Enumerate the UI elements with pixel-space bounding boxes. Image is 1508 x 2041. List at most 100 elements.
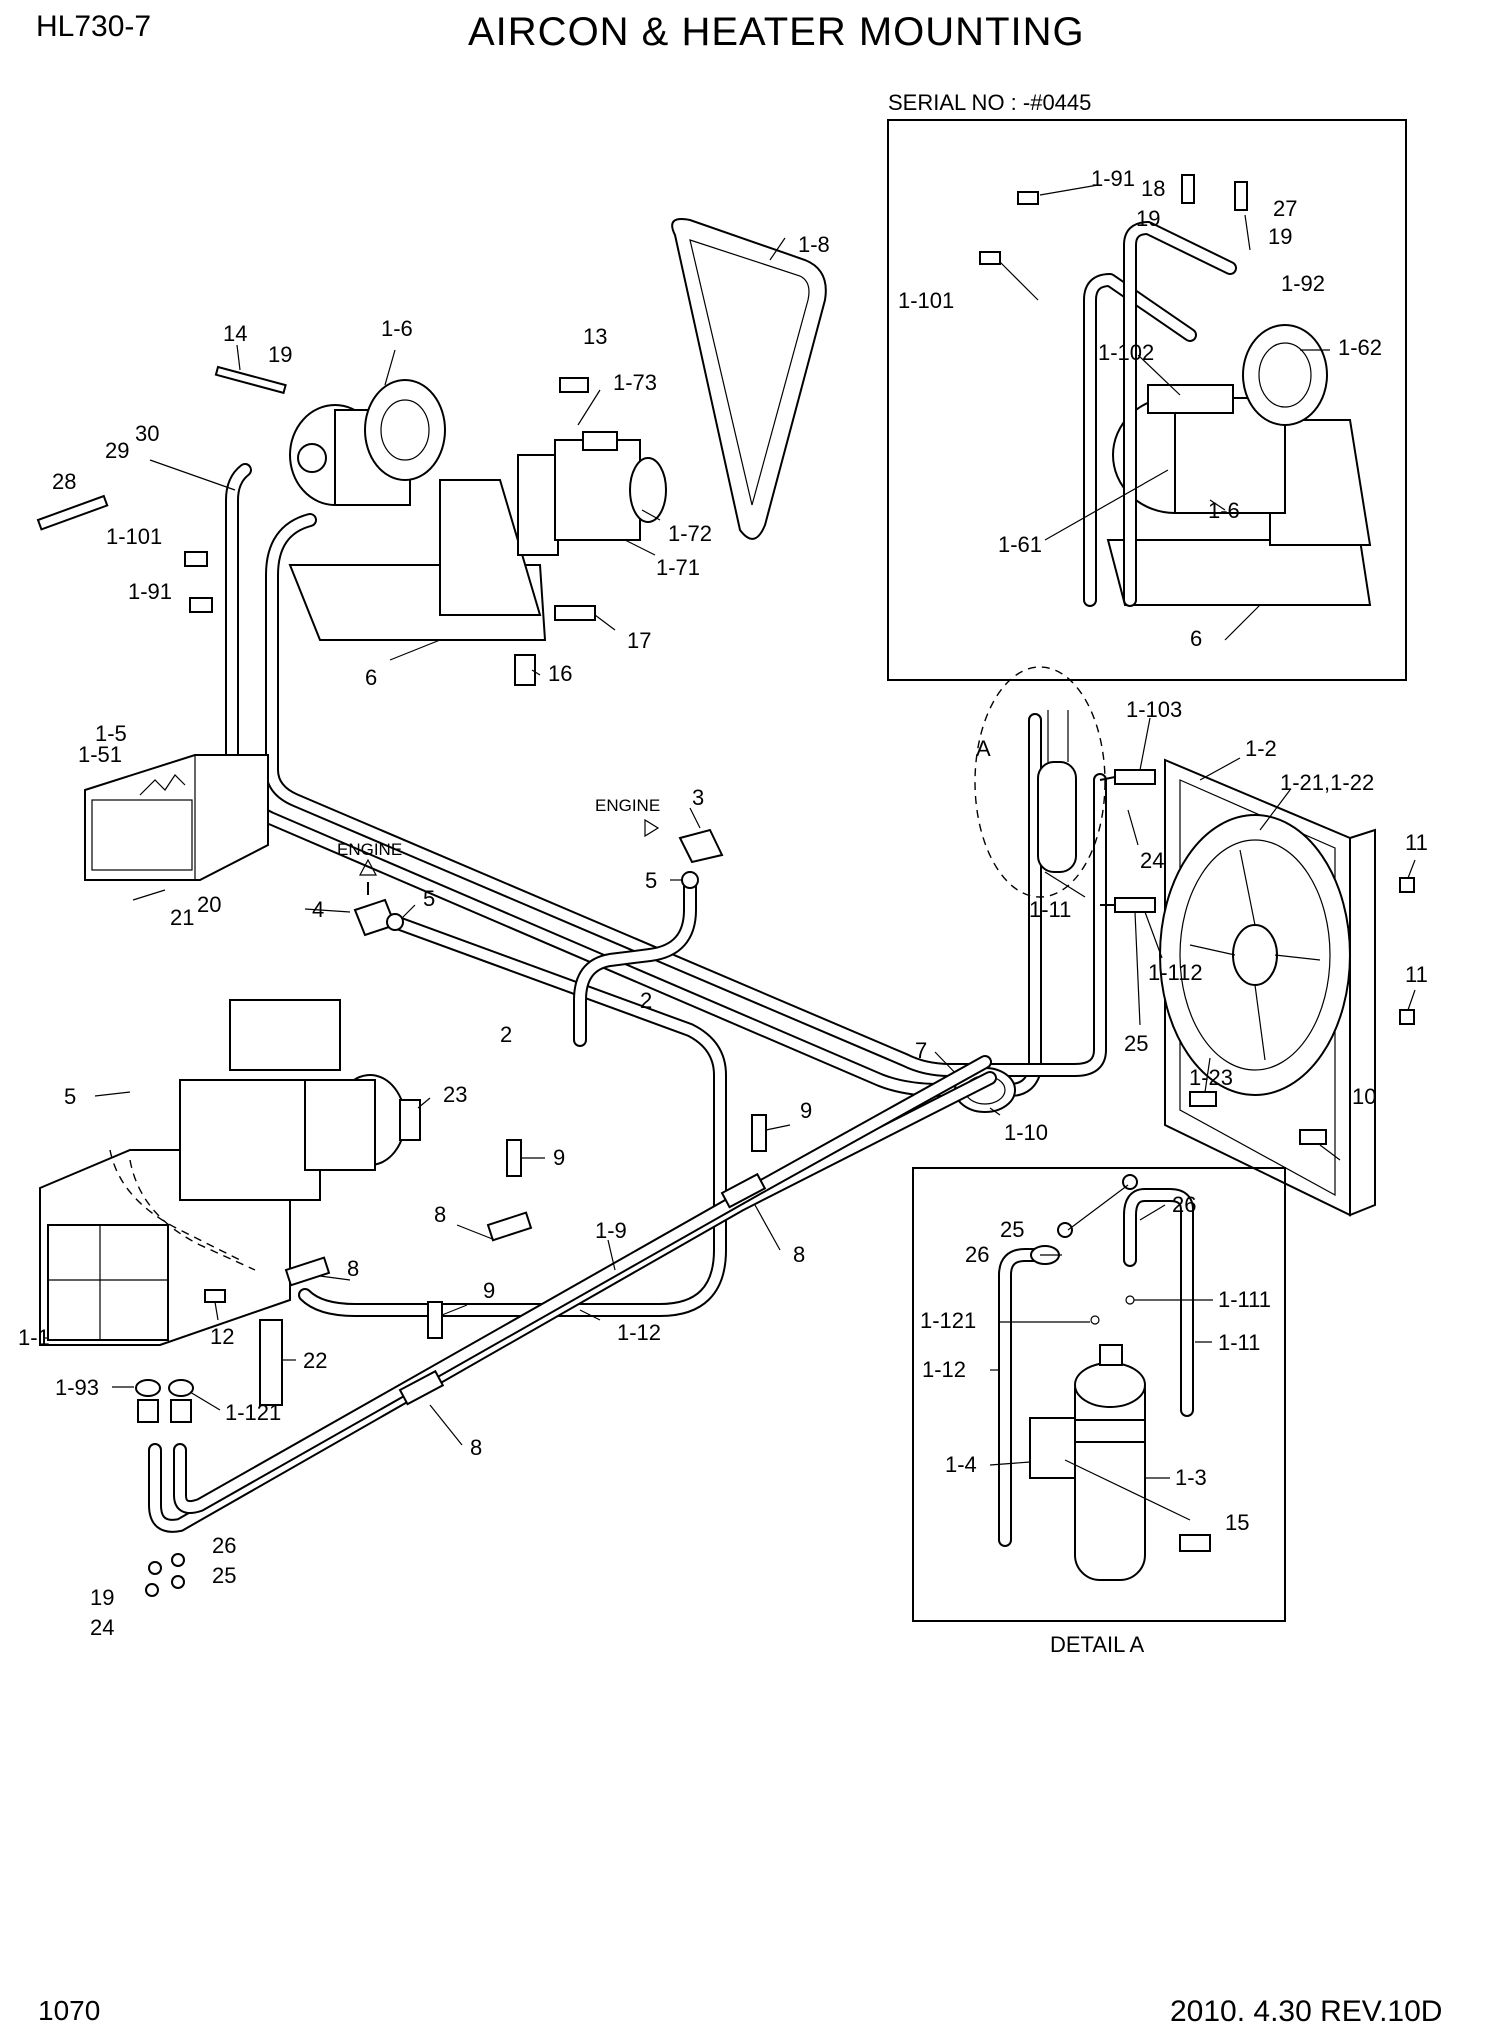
condenser-label: 1-10 xyxy=(1004,1120,1048,1145)
condenser-label: 10 xyxy=(1352,1084,1376,1109)
inset-label: 19 xyxy=(1268,224,1292,249)
inset-label: 1-62 xyxy=(1338,335,1382,360)
bolt-12 xyxy=(204,1289,226,1303)
condenser-label: 25 xyxy=(1124,1031,1148,1056)
inset-label: 27 xyxy=(1273,196,1297,221)
detail-a-caption: DETAIL A xyxy=(1050,1632,1144,1657)
condenser-label: 1-11 xyxy=(1029,897,1071,922)
engine-label: 3 xyxy=(692,785,704,810)
inset-bolt-27 xyxy=(1234,181,1248,211)
receiver-drier xyxy=(1037,761,1077,873)
detail-a-inset: 25 26 26 1-111 1-121 1-11 1-12 1-4 1-3 1… xyxy=(912,1167,1286,1657)
compressor-label: 1-71 xyxy=(656,555,700,580)
bolt-14 xyxy=(214,365,287,395)
inset-fitting-1-91 xyxy=(1017,191,1039,205)
inset-label: 1-61 xyxy=(998,532,1042,557)
heater-label: 8 xyxy=(793,1242,805,1267)
heater-label: 1-9 xyxy=(595,1218,627,1243)
compressor-label: 29 xyxy=(105,438,129,463)
engine-label: ENGINE xyxy=(337,840,402,859)
heater-label: 24 xyxy=(90,1615,114,1640)
compressor-label: 1-6 xyxy=(381,316,413,341)
valve-3 xyxy=(678,828,724,864)
panel-label: 1-51 xyxy=(78,742,122,767)
bolt-10 xyxy=(1299,1129,1327,1145)
compressor-label: 17 xyxy=(627,628,651,653)
detail-a-label: 1-3 xyxy=(1175,1465,1207,1490)
detail-a-label: 1-12 xyxy=(922,1357,966,1382)
heater-label: 26 xyxy=(212,1533,236,1558)
fitting-1-91 xyxy=(189,597,213,613)
o-ring-1-121 xyxy=(168,1379,194,1397)
compressor-label: 16 xyxy=(548,661,572,686)
inset-label: 1-92 xyxy=(1281,271,1325,296)
bolt-16 xyxy=(514,654,536,686)
compressor-label: 1-101 xyxy=(106,524,162,549)
heater-label: 1-93 xyxy=(55,1375,99,1400)
condenser-label: 1-21,1-22 xyxy=(1280,770,1374,795)
inset-fitting-1-101 xyxy=(979,251,1001,265)
serial-inset-frame xyxy=(887,119,1407,681)
compressor-label: 13 xyxy=(583,324,607,349)
tensioner-block xyxy=(554,439,641,541)
detail-a-label: 1-111 xyxy=(1218,1287,1271,1312)
revision-date: 2010. 4.30 REV.10D xyxy=(1170,1995,1443,2028)
detail-a-label: 1-11 xyxy=(1218,1330,1260,1355)
compressor-bracket-side xyxy=(439,479,542,616)
heater-label: 9 xyxy=(553,1145,565,1170)
bolt-9 xyxy=(506,1139,522,1177)
bolt-15 xyxy=(1179,1534,1211,1552)
condenser-group: A 1-103 1-2 1-21,1-22 24 1-11 11 11 1-11… xyxy=(915,666,1428,1217)
control-panel-face xyxy=(91,799,193,871)
compressor-label: 30 xyxy=(135,421,159,446)
model-number: HL730-7 xyxy=(36,10,152,43)
compressor-label: 14 xyxy=(223,321,247,346)
clamp-5 xyxy=(681,871,699,889)
inset-label: 1-6 xyxy=(1208,498,1240,523)
inset-label: 1-91 xyxy=(1091,166,1135,191)
control-panel xyxy=(84,754,269,881)
bracket-11 xyxy=(1399,877,1415,893)
compressor-label: 1-73 xyxy=(613,370,657,395)
bolt-17 xyxy=(554,605,596,621)
heater-label: 8 xyxy=(434,1202,446,1227)
heater-label: 8 xyxy=(347,1256,359,1281)
heater-label: 8 xyxy=(470,1435,482,1460)
heater-face xyxy=(47,1224,169,1341)
heater-label: 1-1 xyxy=(18,1325,50,1350)
panel-label: 1-5 xyxy=(95,721,127,746)
engine-label: ENGINE xyxy=(595,796,660,815)
bolt-23 xyxy=(399,1099,421,1141)
condenser-label: 7 xyxy=(915,1038,927,1063)
inset-label: 1-102 xyxy=(1098,340,1154,365)
bolt-28 xyxy=(36,494,109,531)
inset-bolt-18 xyxy=(1181,174,1195,204)
heater-core xyxy=(179,1079,321,1201)
engine-label: 5 xyxy=(645,868,657,893)
compressor-label: 28 xyxy=(52,469,76,494)
drain-hose-22 xyxy=(259,1319,283,1406)
heater-label: 9 xyxy=(483,1278,495,1303)
condenser-fan xyxy=(1179,839,1331,1071)
inset-label: 1-101 xyxy=(898,288,954,313)
panel-label: 21 xyxy=(170,905,194,930)
heater-label: 1-12 xyxy=(617,1320,661,1345)
inset-label: 19 xyxy=(1136,206,1160,231)
bolt-1-23 xyxy=(1189,1091,1217,1107)
condenser-label: 24 xyxy=(1140,848,1164,873)
panel-label: 20 xyxy=(197,892,221,917)
detail-a-label: 15 xyxy=(1225,1510,1249,1535)
bolt-13 xyxy=(559,377,589,393)
compressor-label: 1-91 xyxy=(128,579,172,604)
condenser-label: 11 xyxy=(1405,830,1428,855)
serial-caption: SERIAL NO : -#0445 xyxy=(888,90,1091,115)
page-number: 1070 xyxy=(38,1995,101,2026)
inset-pulley xyxy=(1242,324,1328,426)
condenser-label: A xyxy=(976,736,991,761)
compressor-label: 19 xyxy=(268,342,292,367)
v-belt xyxy=(671,218,827,540)
detail-a-label: 1-4 xyxy=(945,1452,977,1477)
o-ring-1-93 xyxy=(135,1379,161,1397)
compressor-label: 6 xyxy=(365,665,377,690)
